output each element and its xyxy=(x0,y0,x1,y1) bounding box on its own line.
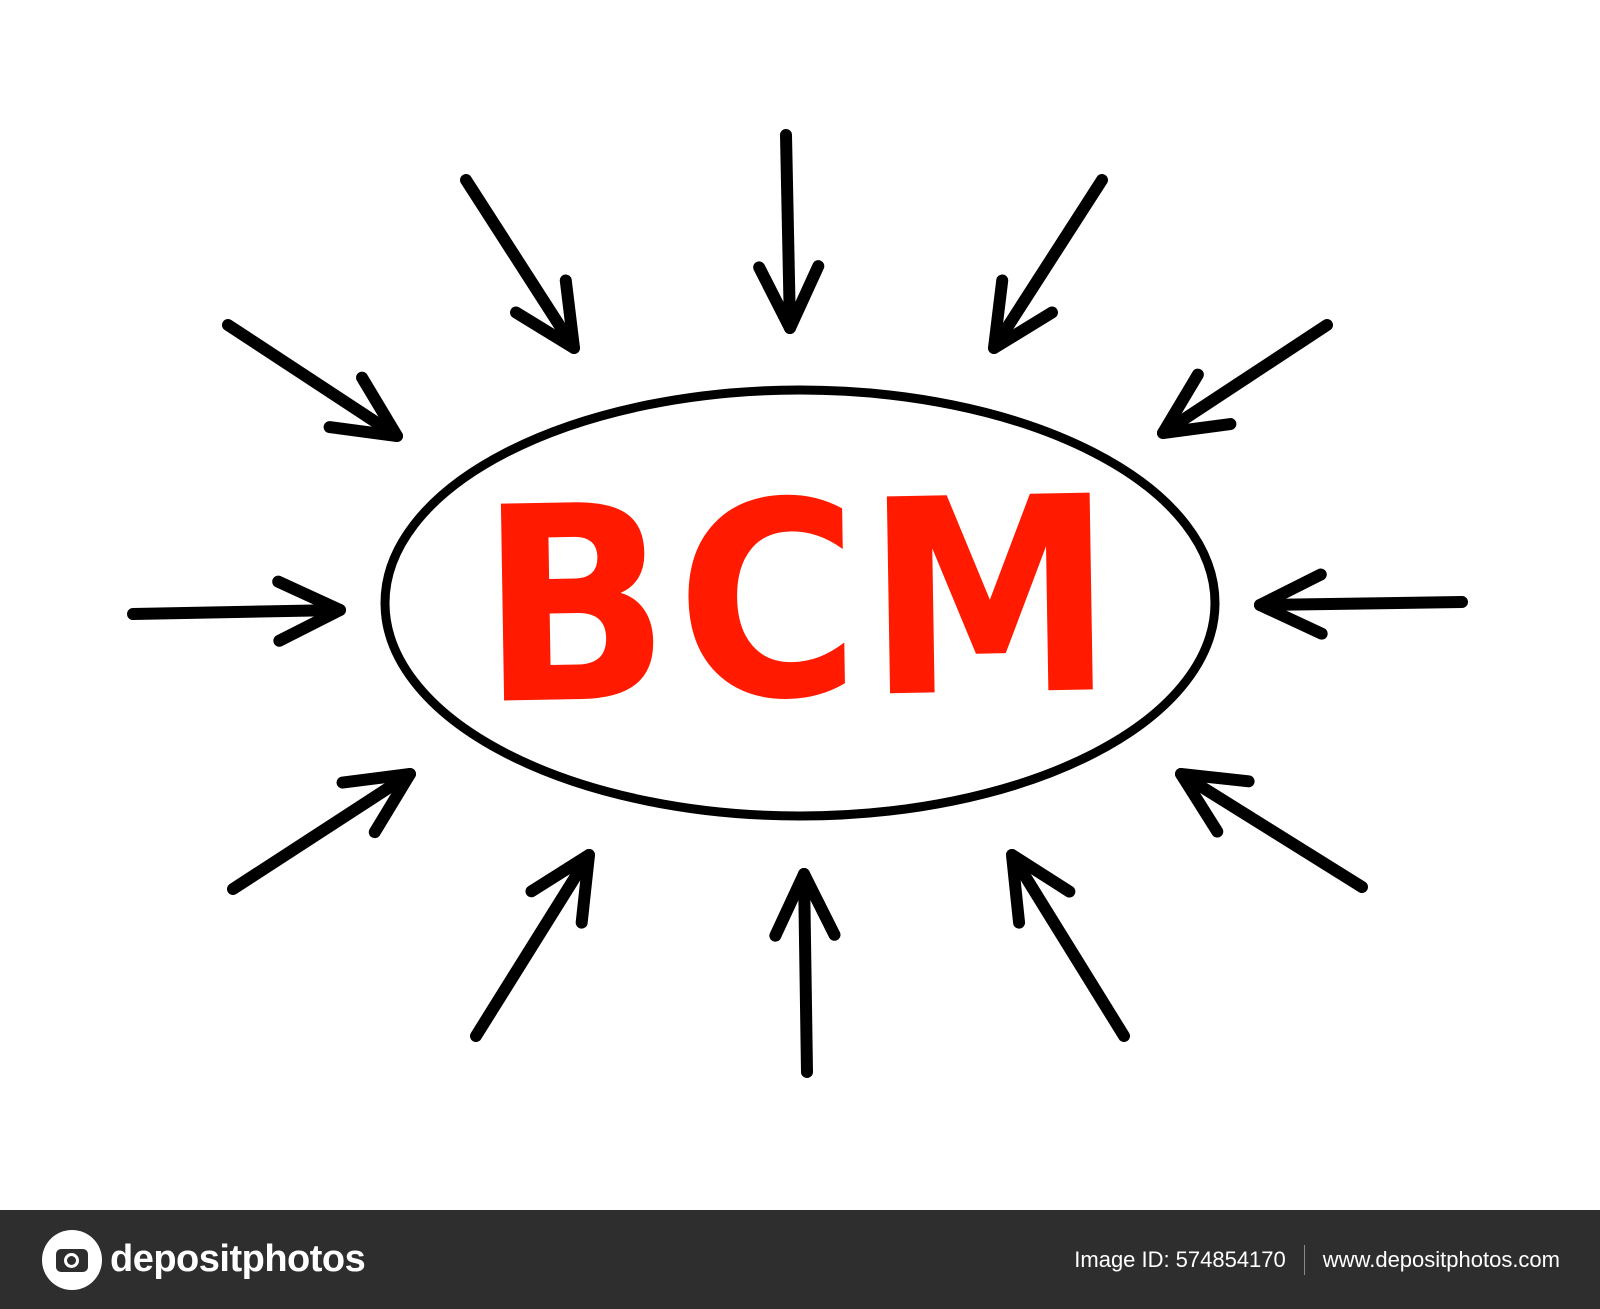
arrow-10 xyxy=(470,849,595,1042)
camera-icon xyxy=(42,1229,102,1290)
image-meta: Image ID: 574854170 www.depositphotos.co… xyxy=(1074,1244,1560,1275)
arrow-12 xyxy=(769,868,841,1078)
arrow-4 xyxy=(222,319,403,442)
center-ellipse xyxy=(380,385,1220,821)
diagram-canvas: BCM xyxy=(127,129,1468,1078)
arrow-3 xyxy=(988,174,1108,354)
brand-logo[interactable]: depositphotos xyxy=(42,1229,366,1290)
website-link[interactable]: www.depositphotos.com xyxy=(1322,1246,1560,1272)
arrow-5 xyxy=(1157,319,1333,439)
footer-bar: depositphotos Image ID: 574854170 www.de… xyxy=(0,1210,1600,1309)
arrow-8 xyxy=(227,768,416,895)
arrow-11 xyxy=(1006,849,1130,1042)
brand-name: depositphotos xyxy=(110,1238,366,1280)
arrow-7 xyxy=(1254,568,1468,640)
image-id-label: Image ID: xyxy=(1074,1246,1170,1272)
arrow-1 xyxy=(753,129,825,334)
arrow-6 xyxy=(127,575,346,647)
image-id-value: 574854170 xyxy=(1175,1246,1286,1272)
center-label: BCM xyxy=(477,438,1123,765)
arrow-group xyxy=(127,129,1468,1078)
arrow-9 xyxy=(1175,768,1368,893)
divider xyxy=(1303,1244,1305,1275)
diagram-svg xyxy=(127,129,1468,1078)
arrow-2 xyxy=(460,174,580,354)
